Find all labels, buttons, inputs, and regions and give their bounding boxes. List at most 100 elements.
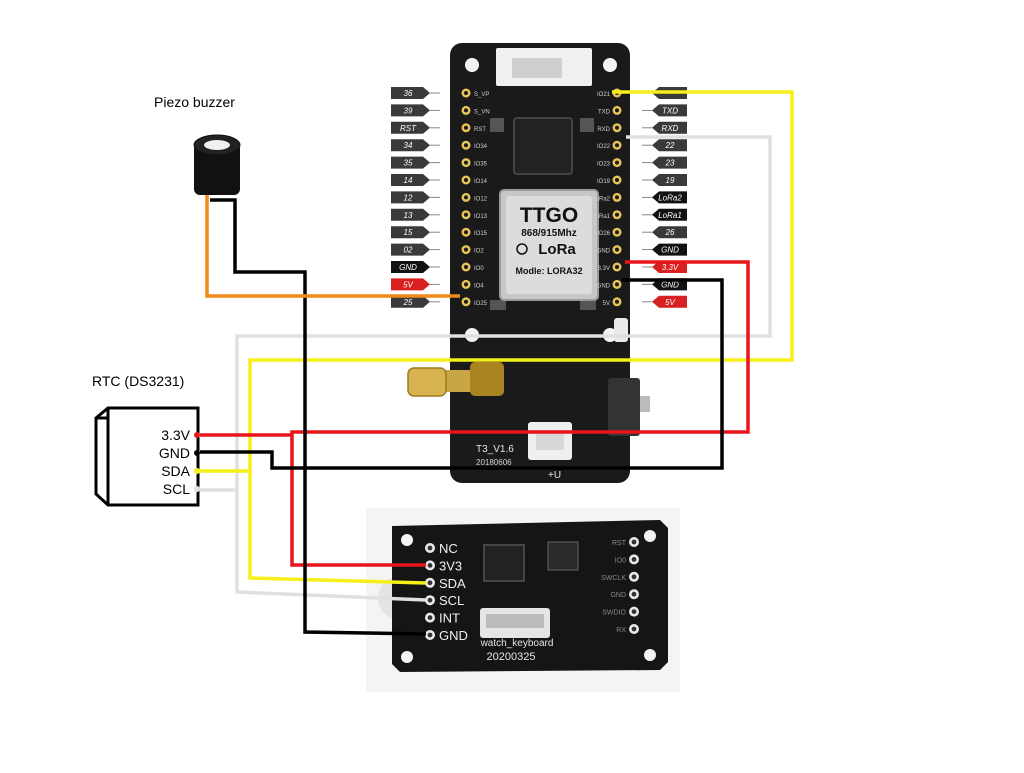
ttgo-pin-hole	[615, 125, 619, 130]
ttgo-brand-text: TTGO	[520, 204, 578, 227]
rtc-pin-dot	[194, 432, 200, 438]
pin-tag-shape	[391, 226, 430, 239]
pin-tag-shape	[391, 139, 430, 152]
ttgo-right-pin-label: GND	[661, 280, 679, 289]
wire-scl	[235, 135, 772, 602]
ttgo-silk-right: 5V	[603, 301, 610, 307]
ttgo-right-pin-label: 22	[665, 141, 675, 150]
ttgo-reset-button[interactable]	[614, 318, 628, 342]
keyboard-pin-hole	[427, 545, 433, 551]
ttgo-board: TTGO 868/915Mhz LoRa Modle: LORA32 T3_V1…	[407, 43, 650, 483]
ttgo-silk-right: GND	[597, 283, 611, 289]
ttgo-module-text: Modle: LORA32	[515, 266, 582, 276]
keyboard-pcb	[392, 520, 668, 672]
ttgo-right-pin-tag: TXD	[642, 104, 687, 117]
ttgo-smd-component	[580, 300, 596, 310]
keyboard-pin-hole	[427, 580, 433, 586]
keyboard-right-pin-label: RST	[612, 540, 627, 547]
wifi-icon	[516, 243, 528, 255]
ttgo-left-pin-tag: 02	[391, 243, 440, 256]
ttgo-right-pin-tag: 19	[642, 174, 687, 186]
keyboard-mcu-chip	[483, 544, 525, 582]
pin-tag-shape	[652, 226, 687, 239]
ttgo-silk-left: S_VN	[474, 109, 490, 115]
keyboard-fpc-slot	[486, 614, 544, 628]
piezo-buzzer: Piezo buzzer	[154, 94, 241, 195]
rtc-pin-label: GND	[159, 445, 190, 461]
keyboard-right-pin-label: GND	[610, 592, 626, 599]
ttgo-pin-hole	[615, 265, 619, 269]
ttgo-left-pin-label: 39	[404, 106, 413, 115]
ttgo-left-pin-label: 12	[404, 193, 413, 202]
pin-tag-shape	[391, 295, 430, 308]
ttgo-left-pin-label: 02	[404, 246, 413, 255]
keyboard-pin-hole	[427, 563, 433, 568]
ttgo-right-pin-label: TXD	[662, 106, 678, 115]
ttgo-right-pin-tag: 3.3V	[642, 261, 687, 273]
keyboard-right-pin-hole	[631, 574, 637, 580]
ttgo-right-pin-label: 5V	[665, 298, 675, 307]
pin-tag-shape	[391, 261, 430, 273]
ttgo-left-pin-label: 25	[403, 298, 413, 307]
ttgo-left-silkscreen: S_VPS_VNRSTIO34IO35IO14IO12IO13IO15IO2IO…	[474, 92, 490, 307]
ttgo-right-pin-tag: 5V	[642, 295, 687, 308]
keyboard-chip-2	[547, 541, 579, 571]
ttgo-pin-hole	[615, 247, 619, 252]
ttgo-right-pin-tag: 23	[642, 156, 687, 169]
ttgo-pin-hole	[615, 282, 619, 287]
ttgo-silk-left: IO15	[474, 231, 488, 237]
ttgo-smd-component	[490, 300, 506, 310]
keyboard-mount-hole	[644, 530, 656, 542]
buzzer-hole	[204, 140, 230, 150]
rtc-pin-label: SCL	[163, 481, 190, 497]
ttgo-pin-hole	[464, 108, 468, 113]
keyboard-mount-hole	[401, 534, 413, 546]
ttgo-silk-right: IO22	[597, 144, 611, 150]
ttgo-right-pin-label: RXD	[662, 124, 679, 133]
power-switch[interactable]	[608, 378, 640, 436]
ttgo-pin-hole	[464, 91, 468, 95]
pin-tag-shape	[652, 156, 687, 169]
ttgo-pin-hole	[464, 299, 468, 304]
pin-tag-shape	[652, 121, 687, 134]
ttgo-silk-left: IO4	[474, 283, 484, 289]
ttgo-left-pin-tag: 25	[391, 295, 440, 308]
ttgo-silk-right: IO26	[597, 231, 611, 237]
ttgo-pin-hole	[464, 160, 468, 165]
wire-gnd	[200, 278, 724, 470]
power-switch-knob[interactable]	[640, 396, 650, 412]
keyboard-right-pin-hole	[631, 609, 637, 614]
ttgo-right-pin-tag: 22	[642, 139, 687, 152]
keyboard-name-text: watch_keyboard	[480, 638, 554, 649]
pin-tag-shape	[391, 104, 430, 117]
pin-tag-shape	[652, 261, 687, 273]
ttgo-date-text: 20180606	[476, 458, 512, 467]
ttgo-smd-component	[580, 118, 594, 132]
ttgo-right-pin-label: 19	[666, 176, 675, 185]
ttgo-freq-text: 868/915Mhz	[521, 228, 577, 239]
ttgo-right-pin-label: LoRa2	[658, 193, 682, 202]
ttgo-right-pin-tag: LoRa1	[642, 208, 687, 221]
ttgo-silk-right: TXD	[598, 109, 611, 115]
ttgo-silk-left: IO35	[474, 162, 488, 168]
keyboard-pin-label: INT	[439, 611, 460, 626]
ttgo-silk-right: IO21	[597, 92, 611, 98]
keyboard-pin-label: GND	[439, 628, 468, 643]
rtc-pin-dot	[194, 450, 200, 456]
keyboard-mount-hole	[401, 651, 413, 663]
ttgo-plusu-text: +U	[548, 470, 561, 481]
ttgo-left-pin-tag: 39	[391, 104, 440, 117]
buzzer-body	[194, 143, 240, 195]
keyboard-date-text: 20200325	[487, 651, 536, 663]
ttgo-silk-right: 3.3V	[598, 266, 610, 272]
wire-buzzer	[205, 195, 460, 298]
ttgo-left-pin-tag: 15	[391, 226, 440, 239]
keyboard-pin-label: SDA	[439, 576, 466, 591]
ttgo-left-pin-tag: 36	[391, 87, 440, 99]
pin-tag-shape	[391, 243, 430, 256]
pin-tag-shape	[652, 174, 687, 186]
pin-tag-shape	[652, 295, 687, 308]
